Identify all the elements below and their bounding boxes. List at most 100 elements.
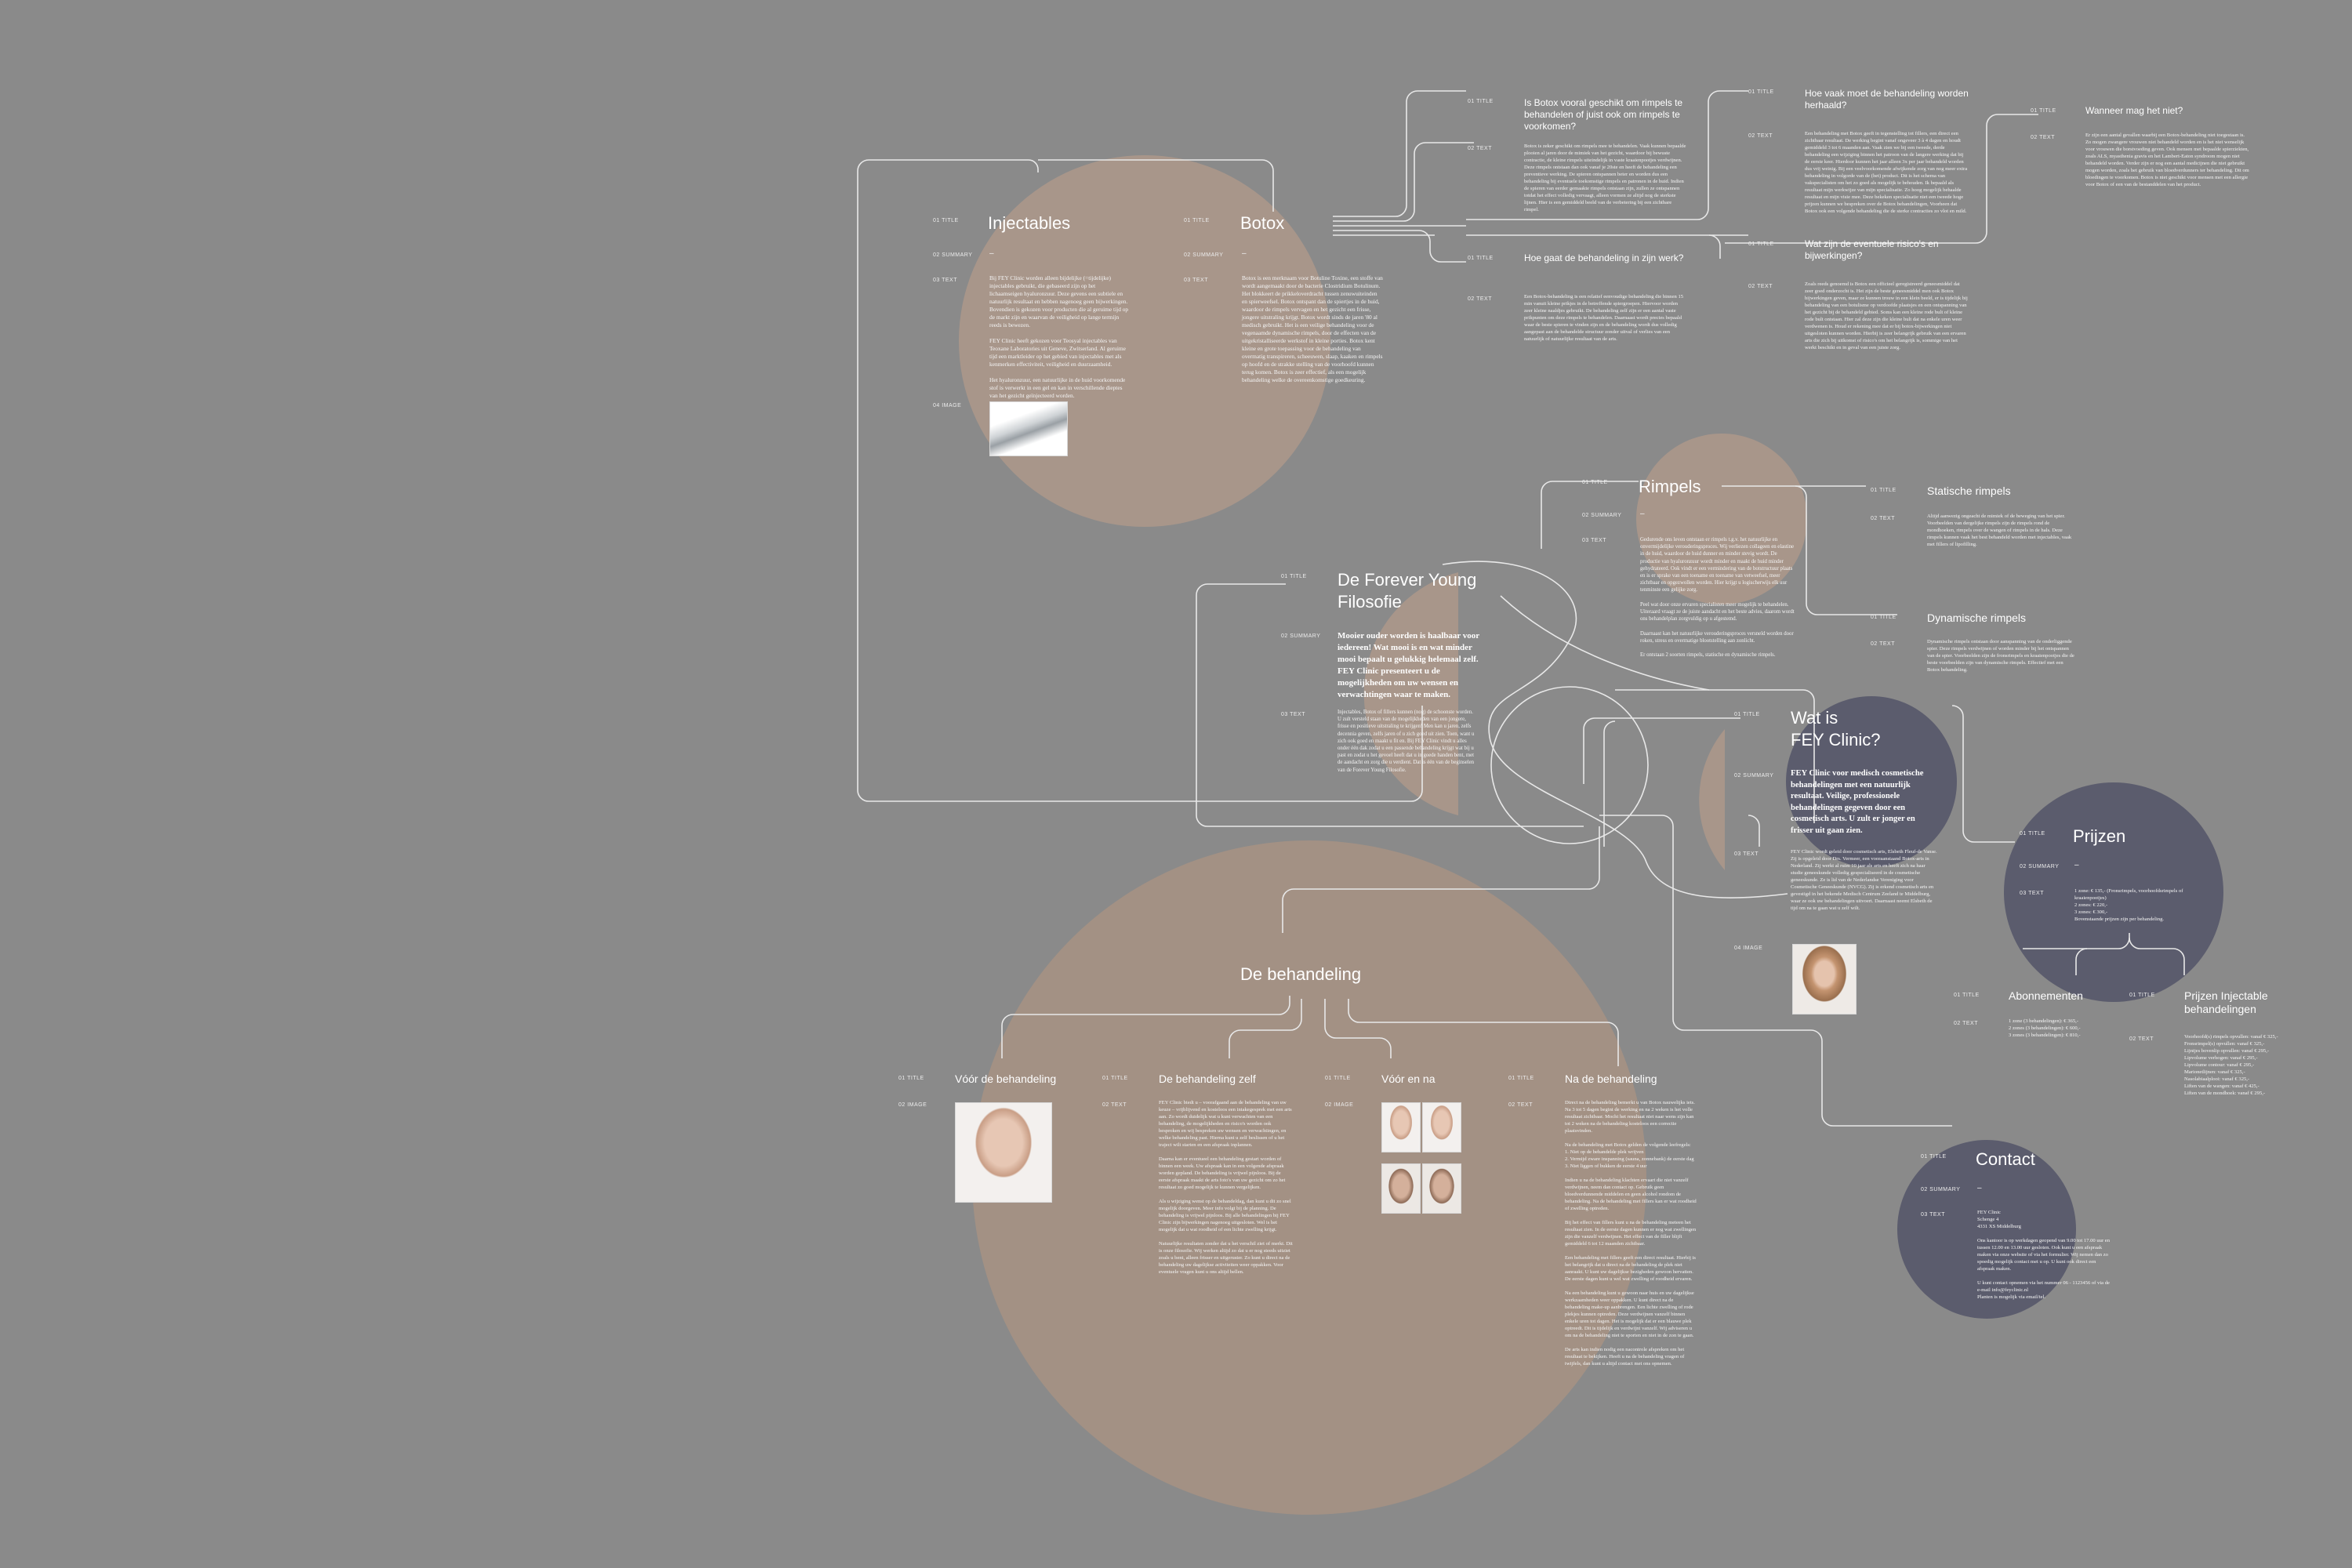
faq3-title-label: 01 TITLE: [1748, 89, 1774, 95]
contact-summary: –: [1977, 1184, 1982, 1192]
filosofie-summary: Mooier ouder worden is haalbaar voor ied…: [1338, 631, 1479, 699]
dynamische-text: Dynamische rimpels ontstaan door aanspan…: [1927, 639, 2074, 673]
injectables-summary: –: [989, 249, 994, 258]
faq4-text-label: 02 TEXT: [1748, 284, 1773, 289]
na-text: Direct na de behandeling bemerkt u van B…: [1565, 1100, 1697, 1367]
faq4-text: Zoals reeds genoemd is Botox een officie…: [1805, 281, 1968, 350]
statische-title-label: 01 TITLE: [1871, 488, 1896, 493]
before-woman-image: [1381, 1102, 1421, 1152]
watis-summary: FEY Clinic voor medisch cosmetische beha…: [1791, 769, 1924, 835]
faq3-title: Hoe vaak moet de behandeling worden herh…: [1805, 88, 1969, 111]
injectables-title-label: 01 TITLE: [933, 218, 959, 223]
botox-summary-label: 02 SUMMARY: [1184, 252, 1224, 258]
watis-image-label: 04 IMAGE: [1734, 946, 1763, 951]
after-woman-image: [1422, 1102, 1461, 1152]
na-text-label: 02 TEXT: [1508, 1102, 1533, 1108]
rimpels-circle: [1636, 434, 1807, 604]
prijzen-summary-label: 02 SUMMARY: [2020, 864, 2060, 869]
faq5-text: Er zijn een aantal gevallen waarbij een …: [2085, 132, 2249, 187]
faq4-title-label: 01 TITLE: [1748, 241, 1774, 247]
faq3-text-label: 02 TEXT: [1748, 133, 1773, 139]
voor-image-label: 02 IMAGE: [898, 1102, 927, 1108]
rimpels-summary: –: [1640, 510, 1645, 518]
watis-title: Wat is FEY Clinic?: [1791, 708, 1881, 750]
doctor-portrait: [1792, 944, 1857, 1014]
injectables-text: Bij FEY Clinic worden alleen bijdelijke …: [989, 274, 1129, 399]
voor-na-image-label: 02 IMAGE: [1325, 1102, 1354, 1108]
voor-title-label: 01 TITLE: [898, 1076, 924, 1081]
faq2-title-label: 01 TITLE: [1468, 256, 1494, 261]
faq1-title-label: 01 TITLE: [1468, 99, 1494, 104]
prijzen-title: Prijzen: [2073, 826, 2126, 846]
teosyal-product-image: [989, 401, 1068, 456]
contact-summary-label: 02 SUMMARY: [1921, 1187, 1961, 1192]
injectable-prijzen-title: Prijzen Injectable behandelingen: [2184, 989, 2268, 1015]
voor-na-title: Vóór en na: [1381, 1073, 1436, 1085]
dynamische-title: Dynamische rimpels: [1927, 612, 2027, 624]
na-title: Na de behandeling: [1565, 1073, 1657, 1085]
before-man-image: [1381, 1163, 1421, 1214]
faq2-text: Een Botox-behandeling is een relatief ee…: [1524, 294, 1684, 342]
rimpels-text: Gedurende ons leven ontstaan er rimpels …: [1640, 537, 1795, 659]
watis-summary-label: 02 SUMMARY: [1734, 773, 1774, 779]
after-man-image: [1422, 1163, 1461, 1214]
injectable-prijzen-text-label: 02 TEXT: [2129, 1036, 2154, 1042]
botox-summary: –: [1242, 249, 1247, 258]
faq1-title: Is Botox vooral geschikt om rimpels te b…: [1524, 97, 1683, 132]
prijzen-circle: [2004, 782, 2223, 1002]
filosofie-text: Injectables, Botox of fillers kunnen (no…: [1338, 710, 1475, 773]
contact-text: FEY Clinic Schenge 4 4331 XS Middelburg …: [1977, 1210, 2111, 1300]
dynamische-title-label: 01 TITLE: [1871, 615, 1896, 620]
botox-title-label: 01 TITLE: [1184, 218, 1210, 223]
watis-title-label: 01 TITLE: [1734, 712, 1760, 717]
zelf-text-label: 02 TEXT: [1102, 1102, 1127, 1108]
statische-text-label: 02 TEXT: [1871, 516, 1895, 521]
contact-text-label: 03 TEXT: [1921, 1212, 1945, 1218]
zelf-text: FEY Clinic biedt u – voorafgaand aan de …: [1159, 1100, 1293, 1275]
faq5-title-label: 01 TITLE: [2031, 108, 2056, 114]
filosofie-summary-label: 02 SUMMARY: [1281, 633, 1321, 639]
woman-face-image: [955, 1102, 1052, 1203]
zelf-title: De behandeling zelf: [1159, 1073, 1256, 1085]
abonnementen-text: 1 zone (3 behandelingen): € 365,- 2 zone…: [2009, 1018, 2081, 1038]
prijzen-text-label: 03 TEXT: [2020, 891, 2044, 896]
watis-text: FEY Clinic wordt geleid door cosmetisch …: [1791, 849, 1937, 911]
contact-circle: [1897, 1140, 2076, 1319]
faq4-title: Wat zijn de eventuele risico's en bijwer…: [1805, 238, 1939, 261]
injectables-title: Injectables: [988, 213, 1071, 233]
injectables-circle: [959, 155, 1330, 527]
injectables-summary-label: 02 SUMMARY: [933, 252, 973, 258]
botox-title: Botox: [1240, 213, 1285, 233]
filosofie-text-label: 03 TEXT: [1281, 712, 1305, 717]
dynamische-text-label: 02 TEXT: [1871, 641, 1895, 647]
voor-na-title-label: 01 TITLE: [1325, 1076, 1351, 1081]
faq5-title: Wanneer mag het niet?: [2085, 105, 2183, 116]
behandeling-circle: [972, 840, 1646, 1515]
filosofie-title: De Forever Young Filosofie: [1338, 570, 1477, 612]
prijzen-summary: –: [2074, 861, 2079, 869]
prijzen-title-label: 01 TITLE: [2020, 831, 2045, 837]
zelf-title-label: 01 TITLE: [1102, 1076, 1128, 1081]
abonnementen-title: Abonnementen: [2009, 989, 2083, 1002]
faq2-title: Hoe gaat de behandeling in zijn werk?: [1524, 252, 1684, 263]
contact-title: Contact: [1976, 1149, 2035, 1169]
faq5-text-label: 02 TEXT: [2031, 135, 2055, 140]
statische-text: Altijd aanwezig ongeacht de mimiek of de…: [1927, 514, 2072, 547]
rimpels-summary-label: 02 SUMMARY: [1582, 513, 1622, 518]
rimpels-title: Rimpels: [1639, 477, 1701, 496]
na-title-label: 01 TITLE: [1508, 1076, 1534, 1081]
contact-title-label: 01 TITLE: [1921, 1154, 1947, 1160]
injectable-prijzen-title-label: 01 TITLE: [2129, 993, 2155, 998]
faq3-text: Een behandeling met Botox geeft in tegen…: [1805, 131, 1968, 214]
statische-title: Statische rimpels: [1927, 485, 2011, 497]
faq1-text-label: 02 TEXT: [1468, 146, 1492, 151]
rimpels-title-label: 01 TITLE: [1582, 480, 1608, 485]
voor-title: Vóór de behandeling: [955, 1073, 1057, 1085]
injectable-prijzen-text: Voorhoofd(s) rimpels opvullen: vanaf € 3…: [2184, 1034, 2278, 1096]
abonnementen-title-label: 01 TITLE: [1954, 993, 1980, 998]
watis-text-label: 03 TEXT: [1734, 851, 1759, 857]
faq1-text: Botox is zeker geschikt om rimpels mee t…: [1524, 143, 1686, 212]
filosofie-title-label: 01 TITLE: [1281, 574, 1307, 579]
faq2-text-label: 02 TEXT: [1468, 296, 1492, 302]
